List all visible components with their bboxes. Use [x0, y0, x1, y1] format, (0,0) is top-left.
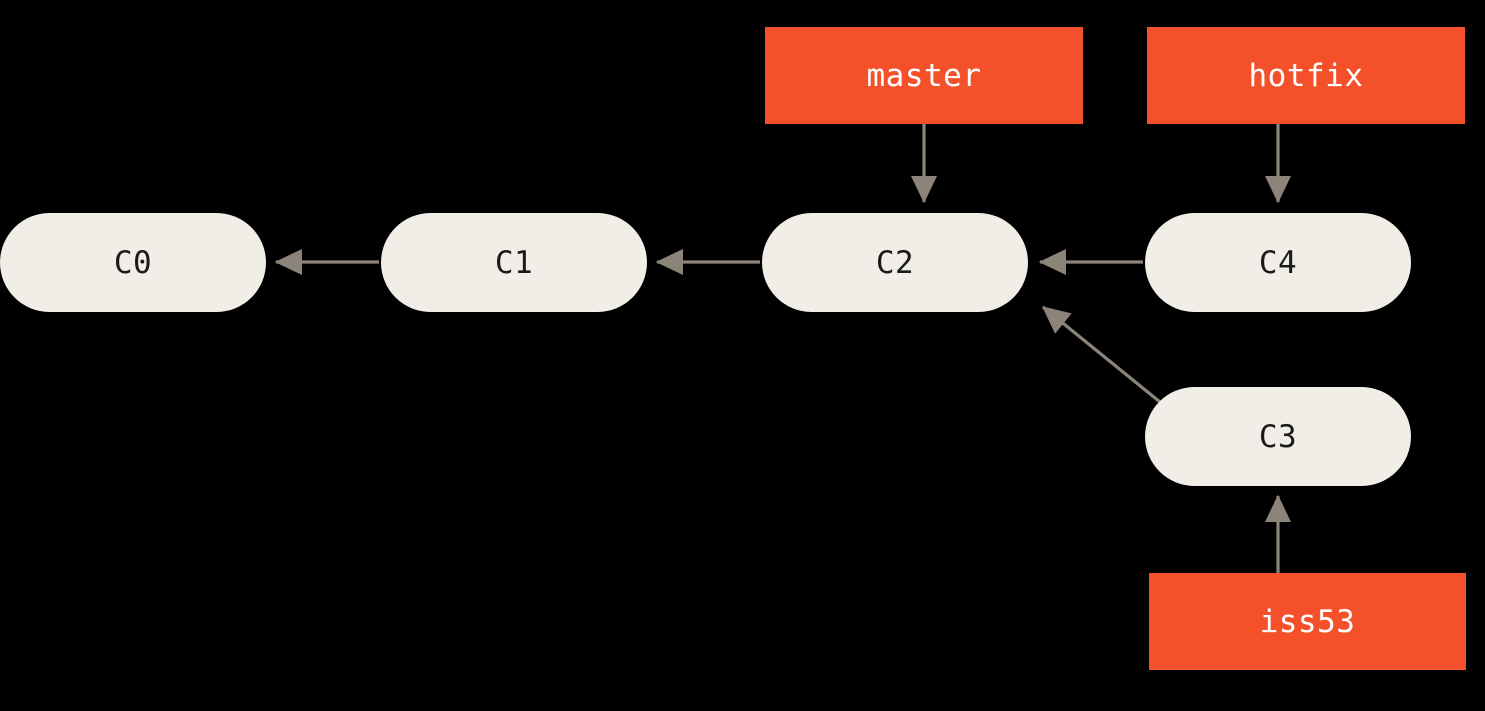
commit-label-c0: C0	[113, 244, 153, 281]
commit-label-c3: C3	[1258, 418, 1298, 455]
commit-label-c2: C2	[875, 244, 915, 281]
commit-node-c1[interactable]: C1	[381, 213, 647, 312]
branch-label-master[interactable]: master	[765, 27, 1083, 124]
edge-c3-to-c2	[1041, 305, 1162, 404]
branch-label-hotfix[interactable]: hotfix	[1147, 27, 1465, 124]
branch-label-hotfix-text: hotfix	[1248, 57, 1364, 94]
commit-node-c3[interactable]: C3	[1145, 387, 1411, 486]
branch-label-master-text: master	[866, 57, 982, 94]
commit-node-c4[interactable]: C4	[1145, 213, 1411, 312]
commit-node-c0[interactable]: C0	[0, 213, 266, 312]
branch-label-iss53-text: iss53	[1259, 603, 1356, 640]
commit-label-c4: C4	[1258, 244, 1298, 281]
commit-label-c1: C1	[494, 244, 534, 281]
branch-label-iss53[interactable]: iss53	[1149, 573, 1466, 670]
commit-node-c2[interactable]: C2	[762, 213, 1028, 312]
